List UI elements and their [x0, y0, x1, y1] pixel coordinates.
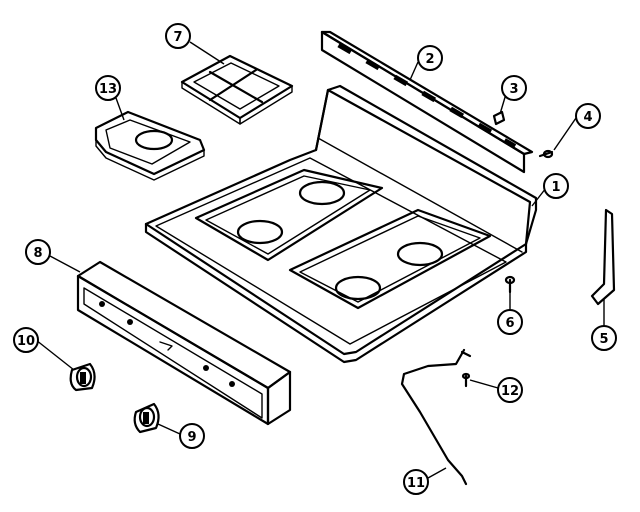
callout-7-label: 7 — [173, 30, 182, 45]
callout-6: 6 — [497, 309, 523, 335]
callout-1: 1 — [543, 173, 569, 199]
callout-3: 3 — [501, 75, 527, 101]
callout-2: 2 — [417, 45, 443, 71]
callout-3-label: 3 — [509, 82, 518, 97]
leader-lines — [35, 41, 605, 479]
callout-12-label: 12 — [501, 384, 519, 399]
callout-10-label: 10 — [17, 334, 35, 349]
callout-2-label: 2 — [425, 52, 434, 67]
control-panel — [76, 260, 292, 426]
burner-grate — [180, 54, 294, 125]
screw-4 — [538, 149, 554, 159]
callout-1-label: 1 — [551, 180, 560, 195]
callout-11: 11 — [403, 469, 429, 495]
screw-12 — [461, 372, 471, 388]
callout-9: 9 — [179, 423, 205, 449]
callout-4: 4 — [575, 103, 601, 129]
callout-5: 5 — [591, 325, 617, 351]
knob-10 — [69, 362, 96, 392]
callout-6-label: 6 — [505, 316, 514, 331]
callout-7: 7 — [165, 23, 191, 49]
rear-vent-trim — [320, 30, 534, 174]
callout-8-label: 8 — [33, 246, 42, 261]
callout-5-label: 5 — [599, 332, 608, 347]
callout-12: 12 — [497, 377, 523, 403]
side-trim — [590, 208, 616, 306]
drip-pan — [94, 110, 206, 181]
main-cooktop — [144, 84, 538, 364]
callout-10: 10 — [13, 327, 39, 353]
callout-13: 13 — [95, 75, 121, 101]
callout-4-label: 4 — [583, 110, 592, 125]
vent-clip — [492, 110, 506, 126]
callout-9-label: 9 — [187, 430, 196, 445]
knob-9 — [133, 402, 160, 434]
screw-6 — [504, 275, 516, 294]
callout-8: 8 — [25, 239, 51, 265]
callout-11-label: 11 — [407, 476, 425, 491]
igniter-wire — [400, 348, 472, 486]
callout-13-label: 13 — [99, 82, 117, 97]
